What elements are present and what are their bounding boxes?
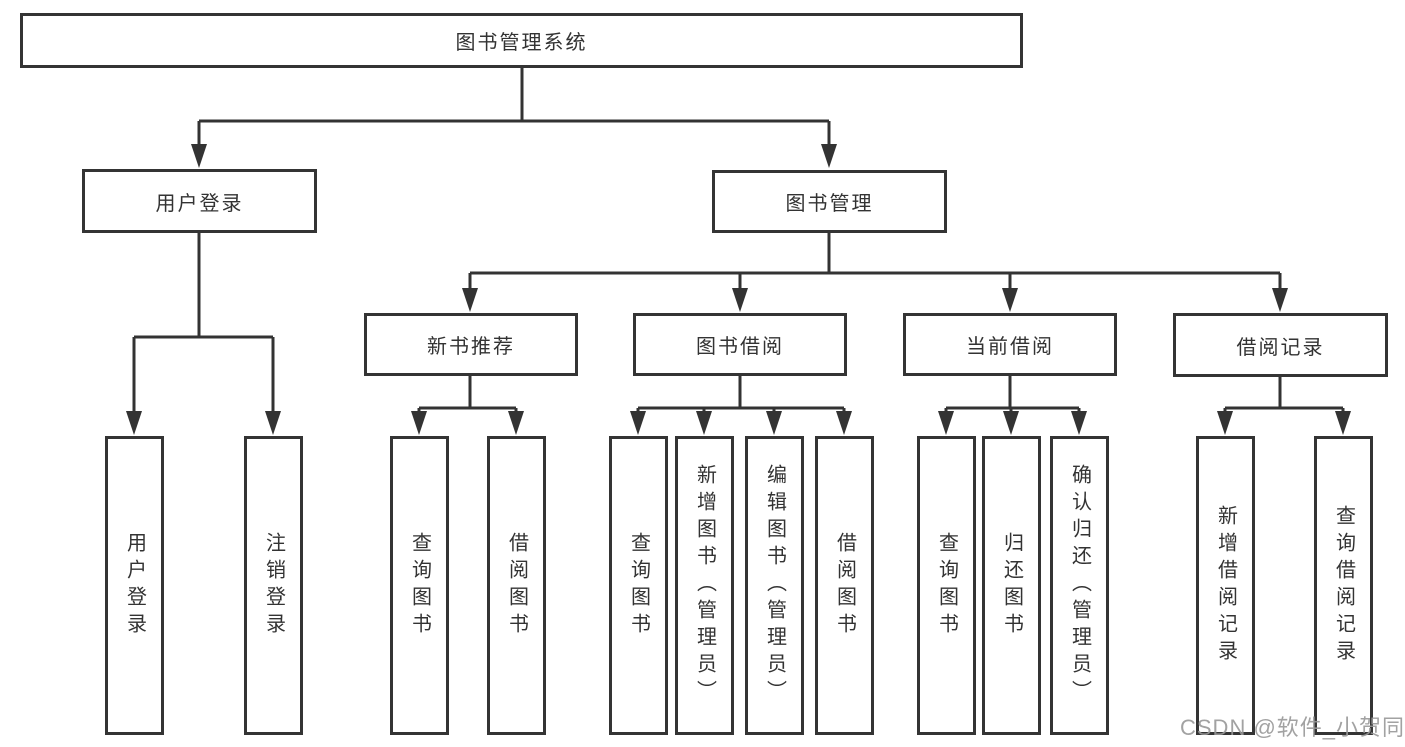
node-new-book-recommend: 新书推荐 xyxy=(364,313,578,376)
connector-lines xyxy=(132,68,1345,414)
leaf-logout-label: 注销登录 xyxy=(262,531,285,640)
leaf-user-login: 用户登录 xyxy=(105,436,164,735)
leaf-query-borrow-record-label: 查询借阅记录 xyxy=(1332,504,1355,667)
leaf-logout: 注销登录 xyxy=(244,436,303,735)
arrow-down-icon xyxy=(1335,411,1351,435)
leaf-query-borrow-record: 查询借阅记录 xyxy=(1314,436,1373,735)
node-user-login: 用户登录 xyxy=(82,169,317,233)
leaf-confirm-return-admin: 确认归还（管理员） xyxy=(1050,436,1109,735)
arrow-down-icon xyxy=(1071,411,1087,435)
arrow-down-icon xyxy=(732,288,748,312)
leaf-borrow-query-book: 查询图书 xyxy=(609,436,668,735)
node-borrow-records: 借阅记录 xyxy=(1173,313,1388,377)
node-borrow-records-label: 借阅记录 xyxy=(1236,336,1325,359)
arrow-down-icon xyxy=(836,411,852,435)
leaf-add-borrow-record-label: 新增借阅记录 xyxy=(1214,504,1237,667)
csdn-watermark: CSDN @软件_小贺同学 xyxy=(1180,715,1405,740)
leaf-confirm-return-admin-label: 确认归还（管理员） xyxy=(1068,464,1091,707)
arrow-down-icon xyxy=(1003,411,1019,435)
arrow-down-icon xyxy=(766,411,782,435)
leaf-borrow-query-book-label: 查询图书 xyxy=(627,531,650,640)
node-current-borrow: 当前借阅 xyxy=(903,313,1117,376)
leaf-edit-book-admin: 编辑图书（管理员） xyxy=(745,436,804,735)
leaf-edit-book-admin-label: 编辑图书（管理员） xyxy=(763,464,786,707)
node-root-label: 图书管理系统 xyxy=(455,32,588,54)
arrow-down-icon xyxy=(1217,411,1233,435)
arrow-down-icon xyxy=(1272,288,1288,312)
arrow-down-icon xyxy=(630,411,646,435)
leaf-recommend-borrow-book: 借阅图书 xyxy=(487,436,546,735)
leaf-recommend-query-book: 查询图书 xyxy=(390,436,449,735)
leaf-add-book-admin-label: 新增图书（管理员） xyxy=(693,464,716,707)
leaf-return-book-label: 归还图书 xyxy=(1000,531,1023,640)
leaf-return-book: 归还图书 xyxy=(982,436,1041,735)
node-new-book-recommend-label: 新书推荐 xyxy=(427,336,515,358)
leaf-user-login-label: 用户登录 xyxy=(123,531,146,640)
leaf-borrow-book-label: 借阅图书 xyxy=(833,531,856,640)
arrow-down-icon xyxy=(1002,288,1018,312)
leaf-recommend-borrow-book-label: 借阅图书 xyxy=(505,531,528,640)
arrow-down-icon xyxy=(191,144,207,168)
leaf-current-query-book-label: 查询图书 xyxy=(935,531,958,640)
arrow-down-icon xyxy=(821,144,837,168)
leaf-recommend-query-book-label: 查询图书 xyxy=(408,531,431,640)
node-book-management-label: 图书管理 xyxy=(785,193,874,215)
arrow-down-icon xyxy=(462,288,478,312)
arrow-down-icon xyxy=(508,411,524,435)
node-user-login-label: 用户登录 xyxy=(155,192,244,215)
arrow-down-icon xyxy=(696,411,712,435)
arrow-down-icon xyxy=(126,411,142,435)
leaf-borrow-book: 借阅图书 xyxy=(815,436,874,735)
arrowheads xyxy=(126,144,1351,435)
node-book-borrow-label: 图书借阅 xyxy=(696,336,784,358)
leaf-add-book-admin: 新增图书（管理员） xyxy=(675,436,734,735)
leaf-add-borrow-record: 新增借阅记录 xyxy=(1196,436,1255,735)
node-book-management: 图书管理 xyxy=(712,170,947,233)
node-root: 图书管理系统 xyxy=(20,13,1023,68)
node-book-borrow: 图书借阅 xyxy=(633,313,847,376)
node-current-borrow-label: 当前借阅 xyxy=(966,336,1054,358)
arrow-down-icon xyxy=(265,411,281,435)
arrow-down-icon xyxy=(411,411,427,435)
leaf-current-query-book: 查询图书 xyxy=(917,436,976,735)
arrow-down-icon xyxy=(938,411,954,435)
